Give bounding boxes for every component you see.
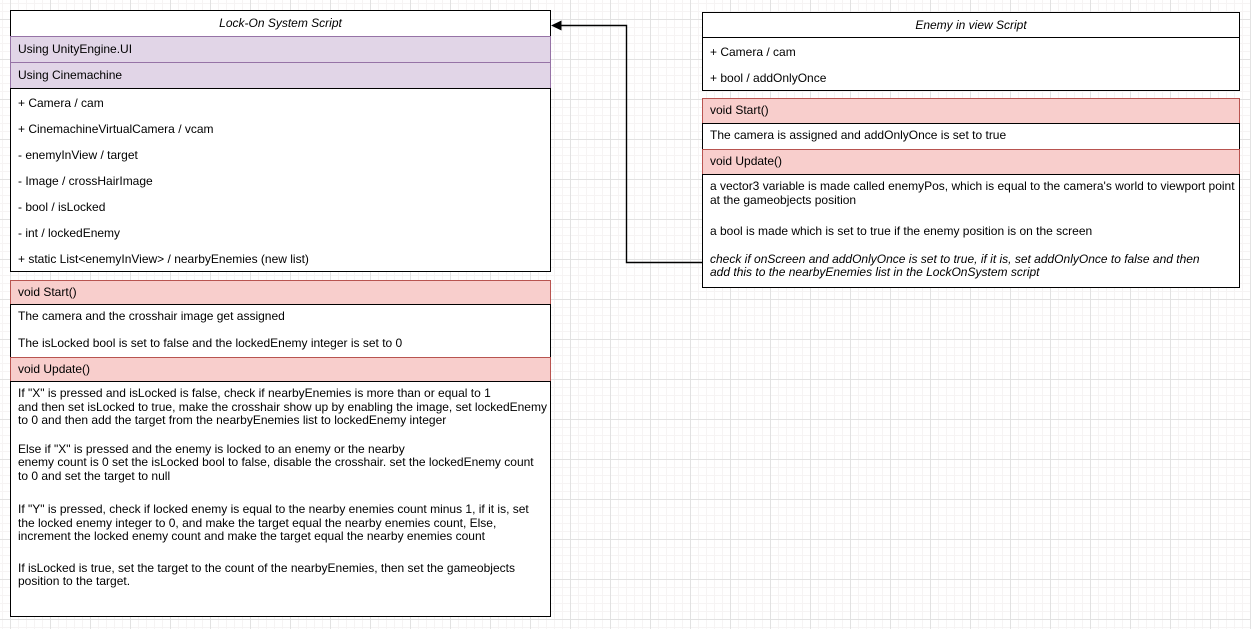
lockon-update-body[interactable]: If "X" is pressed and isLocked is false,… [10, 381, 551, 617]
lockon-field-lockedenemy[interactable]: - int / lockedEnemy [18, 226, 121, 240]
enemy-update-paragraph: a vector3 variable is made called enemyP… [710, 179, 1235, 207]
connector-arrowhead-icon [551, 20, 562, 31]
lockon-using-cinemachine[interactable]: Using Cinemachine [10, 62, 551, 89]
enemy-update-paragraph-note: check if onScreen and addOnlyOnce is set… [710, 251, 1200, 279]
lockon-update-paragraph: If isLocked is true, set the target to t… [18, 560, 515, 588]
lockon-title[interactable]: Lock-On System Script [10, 10, 551, 37]
lockon-start-header[interactable]: void Start() [10, 280, 551, 305]
connector-line [559, 24, 702, 264]
lockon-field-cam[interactable]: + Camera / cam [18, 96, 104, 110]
lockon-fields-cell[interactable]: + Camera / cam + CinemachineVirtualCamer… [10, 88, 551, 272]
enemy-update-body[interactable]: a vector3 variable is made called enemyP… [702, 174, 1240, 288]
enemy-start-body[interactable]: The camera is assigned and addOnlyOnce i… [702, 123, 1240, 150]
enemy-update-paragraph: a bool is made which is set to true if t… [710, 224, 1093, 238]
lockon-update-header[interactable]: void Update() [10, 357, 551, 382]
enemy-title[interactable]: Enemy in view Script [702, 12, 1240, 38]
lockon-field-vcam[interactable]: + CinemachineVirtualCamera / vcam [18, 122, 214, 136]
lockon-using-unityengine-ui[interactable]: Using UnityEngine.UI [10, 36, 551, 63]
lockon-update-paragraph: If "X" is pressed and isLocked is false,… [18, 386, 547, 427]
lockon-start-body[interactable]: The camera and the crosshair image get a… [10, 304, 551, 358]
lockon-field-islocked[interactable]: - bool / isLocked [18, 200, 106, 214]
enemy-field-cam[interactable]: + Camera / cam [710, 45, 796, 59]
enemy-start-header[interactable]: void Start() [702, 98, 1240, 124]
lockon-field-target[interactable]: - enemyInView / target [18, 148, 138, 162]
enemy-field-addonlyonce[interactable]: + bool / addOnlyOnce [710, 71, 827, 85]
lockon-field-nearbyenemies[interactable]: + static List<enemyInView> / nearbyEnemi… [18, 252, 309, 266]
enemy-update-header[interactable]: void Update() [702, 149, 1240, 175]
lockon-update-paragraph: If "Y" is pressed, check if locked enemy… [18, 502, 529, 543]
lockon-update-paragraph: Else if "X" is pressed and the enemy is … [18, 441, 534, 483]
lockon-field-crosshairimage[interactable]: - Image / crossHairImage [18, 174, 153, 188]
enemy-fields-cell[interactable]: + Camera / cam + bool / addOnlyOnce [702, 37, 1240, 91]
